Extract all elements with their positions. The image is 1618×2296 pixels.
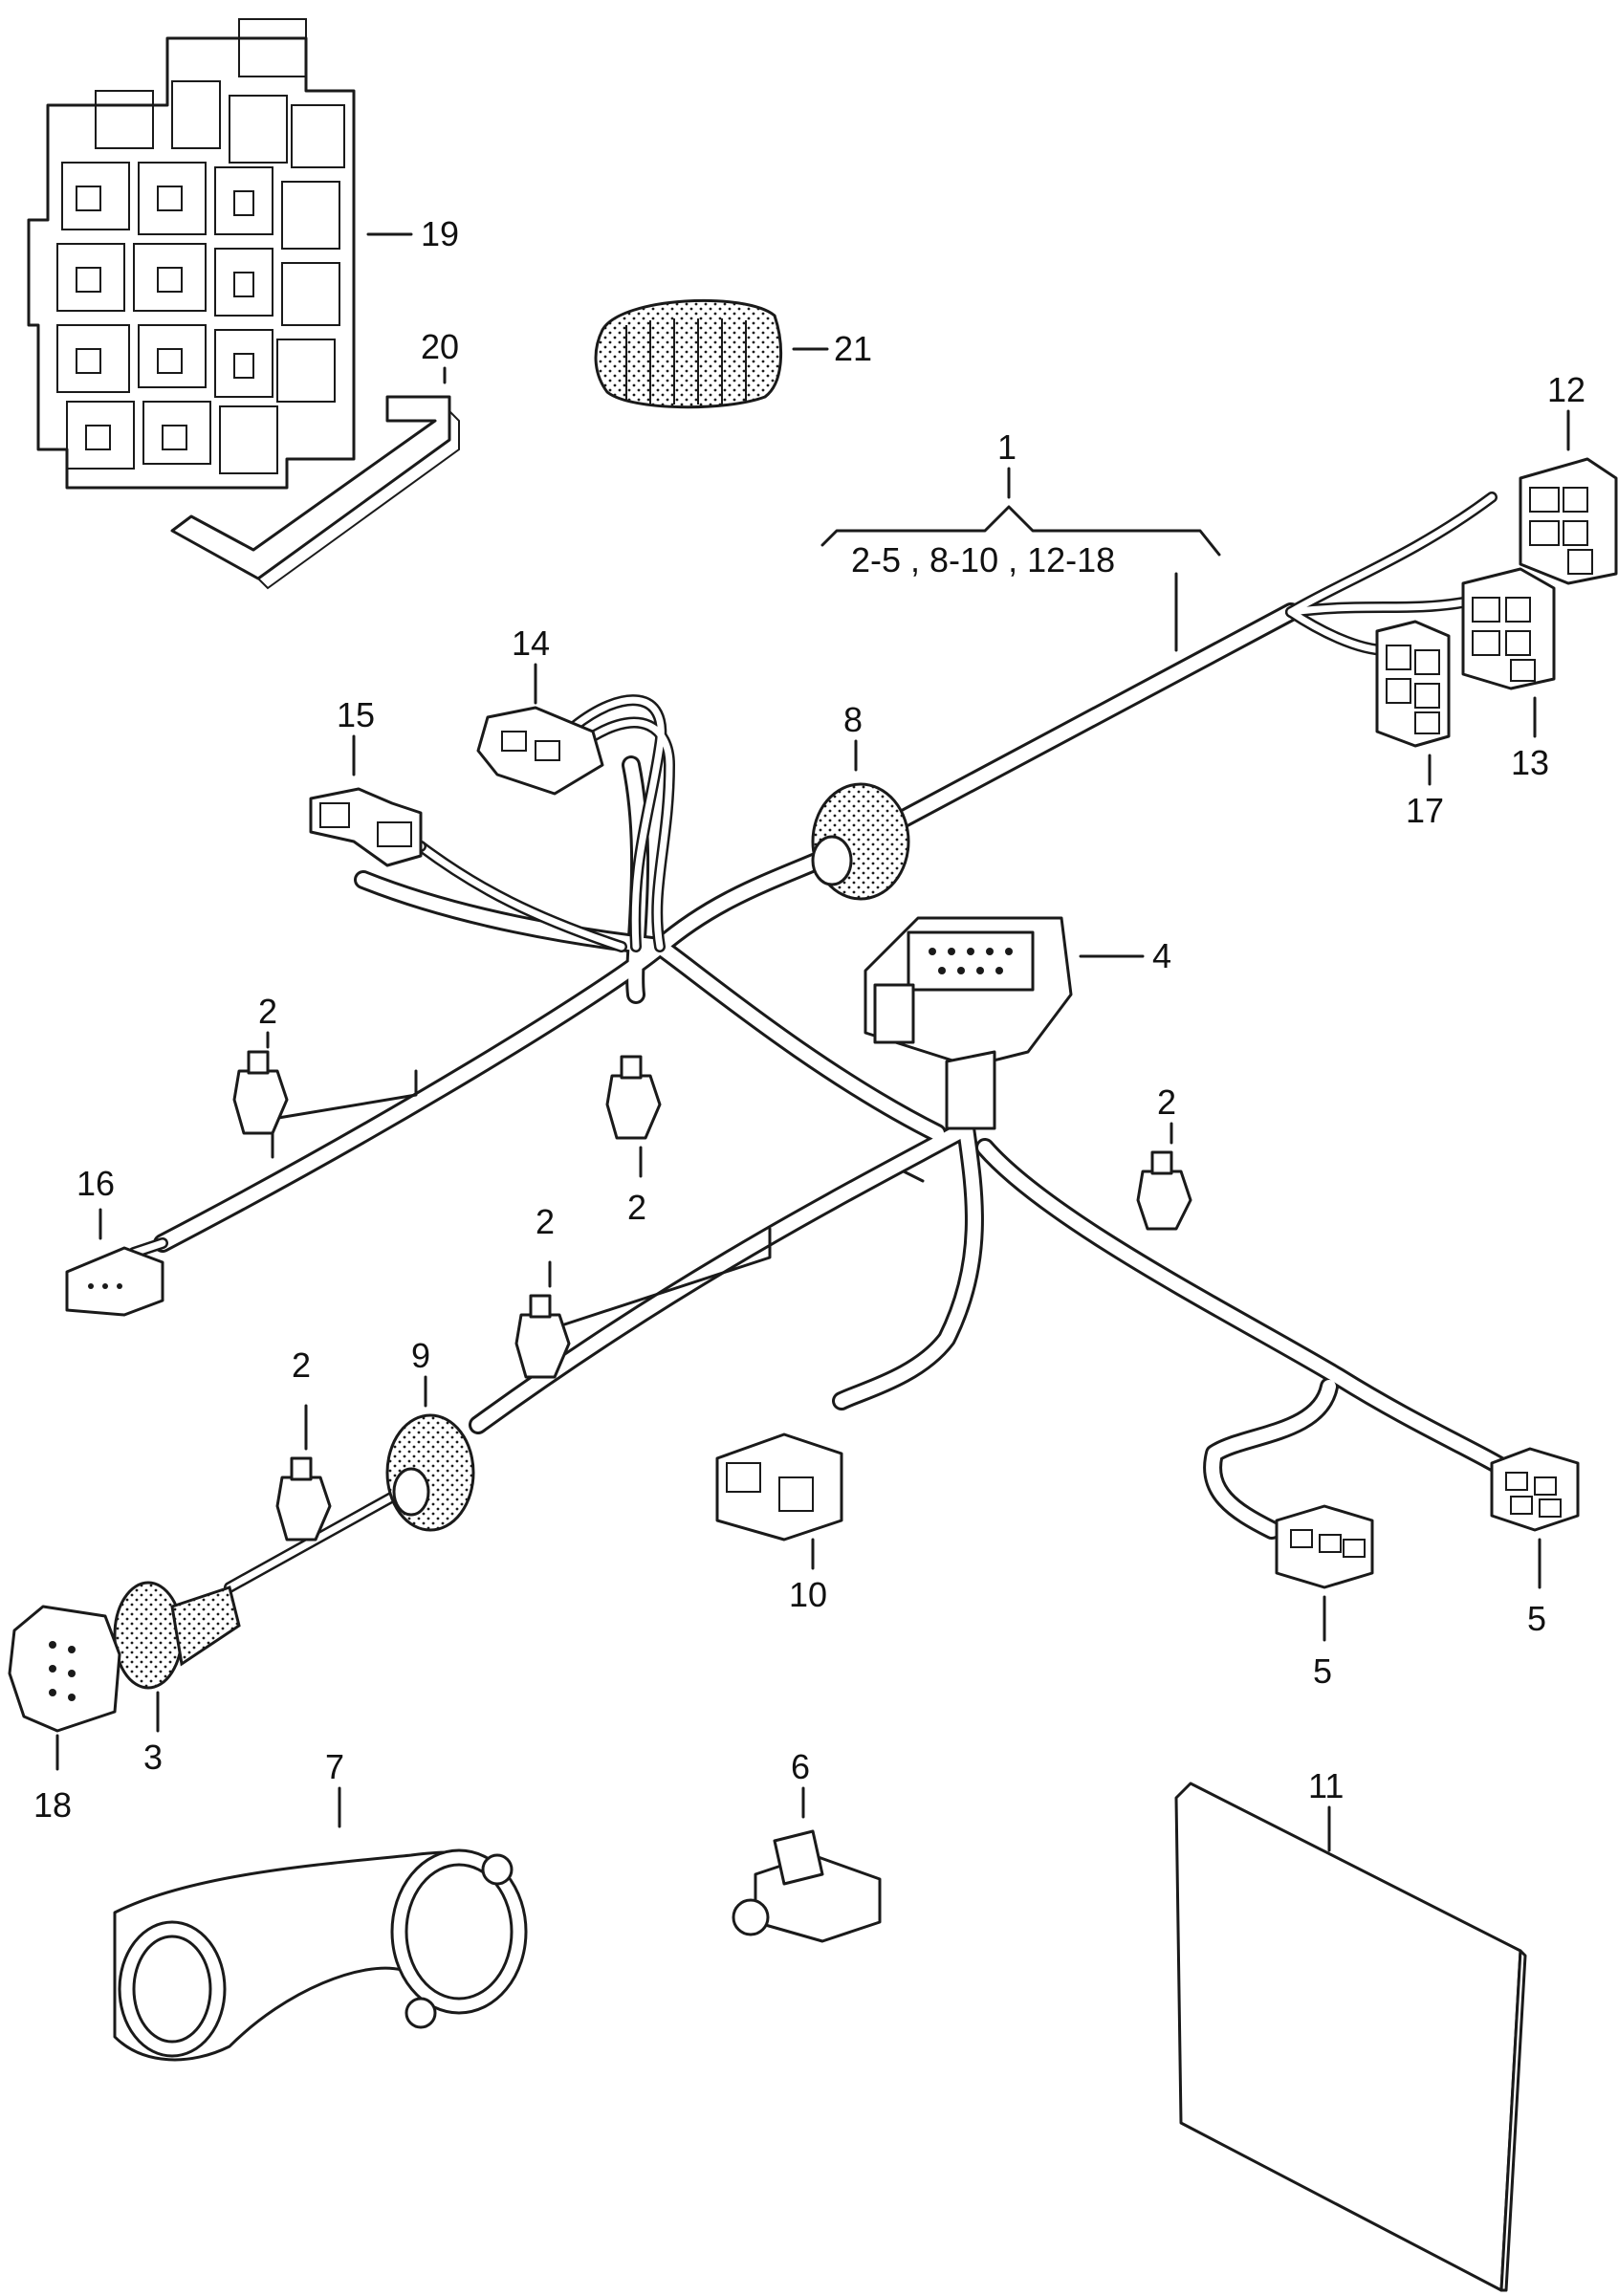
- callout-12: 12: [1547, 370, 1585, 409]
- callout-2c: 2: [1157, 1082, 1176, 1122]
- callout-20: 20: [421, 327, 459, 366]
- callout-2a: 2: [258, 992, 277, 1031]
- holder-6: [732, 1786, 882, 1943]
- callout-1-sub: 2-5 , 8-10 , 12-18: [851, 540, 1115, 579]
- tape-marks: [271, 1069, 925, 1369]
- bracket-20: [170, 366, 460, 590]
- callout-4: 4: [1152, 936, 1171, 975]
- air-duct-7: [113, 1786, 528, 2062]
- callout-3: 3: [143, 1738, 163, 1777]
- callout-7: 7: [325, 1747, 344, 1786]
- connector-15: [309, 734, 423, 867]
- callout-13: 13: [1511, 743, 1549, 782]
- connector-10: [715, 1432, 843, 1570]
- callout-5a: 5: [1313, 1651, 1332, 1691]
- connector-18: [8, 1605, 121, 1771]
- callout-16: 16: [77, 1164, 115, 1203]
- connector-4: [864, 916, 1145, 1130]
- grommet-8: [811, 739, 910, 901]
- main-harness-wires: [128, 492, 1520, 1593]
- seal-3: [113, 1581, 241, 1733]
- connector-17: [1375, 620, 1451, 786]
- callout-15: 15: [337, 695, 375, 734]
- callout-1-bracket: [820, 467, 1221, 652]
- callout-17: 17: [1406, 791, 1444, 830]
- callout-18: 18: [33, 1785, 72, 1825]
- protective-sleeve-21: [594, 298, 829, 409]
- callout-10: 10: [789, 1575, 827, 1614]
- callout-14: 14: [512, 623, 550, 663]
- connector-16: [65, 1208, 164, 1317]
- clip-2c: [1136, 1122, 1192, 1231]
- grommet-9: [385, 1375, 475, 1532]
- connector-12: [1519, 409, 1618, 585]
- connector-14: [476, 663, 604, 796]
- clip-2e: [275, 1404, 332, 1542]
- callout-2b: 2: [627, 1188, 646, 1227]
- callout-2d: 2: [536, 1202, 555, 1241]
- callout-19: 19: [421, 214, 459, 253]
- callout-8: 8: [843, 700, 863, 739]
- panel-11: [1174, 1782, 1527, 2292]
- clip-2b: [605, 1055, 662, 1178]
- callout-2e: 2: [292, 1345, 311, 1385]
- connector-5a: [1275, 1504, 1374, 1642]
- connector-5b: [1490, 1447, 1580, 1589]
- callout-9: 9: [411, 1336, 430, 1375]
- callout-21: 21: [834, 329, 872, 368]
- callout-1: 1: [997, 427, 1017, 467]
- connector-13: [1461, 567, 1556, 738]
- callout-5b: 5: [1527, 1599, 1546, 1638]
- callout-11: 11: [1308, 1766, 1344, 1805]
- callout-6: 6: [791, 1747, 810, 1786]
- relay-carrier-19: [27, 18, 413, 490]
- clip-2a: [232, 1031, 289, 1135]
- clip-2d: [514, 1260, 571, 1379]
